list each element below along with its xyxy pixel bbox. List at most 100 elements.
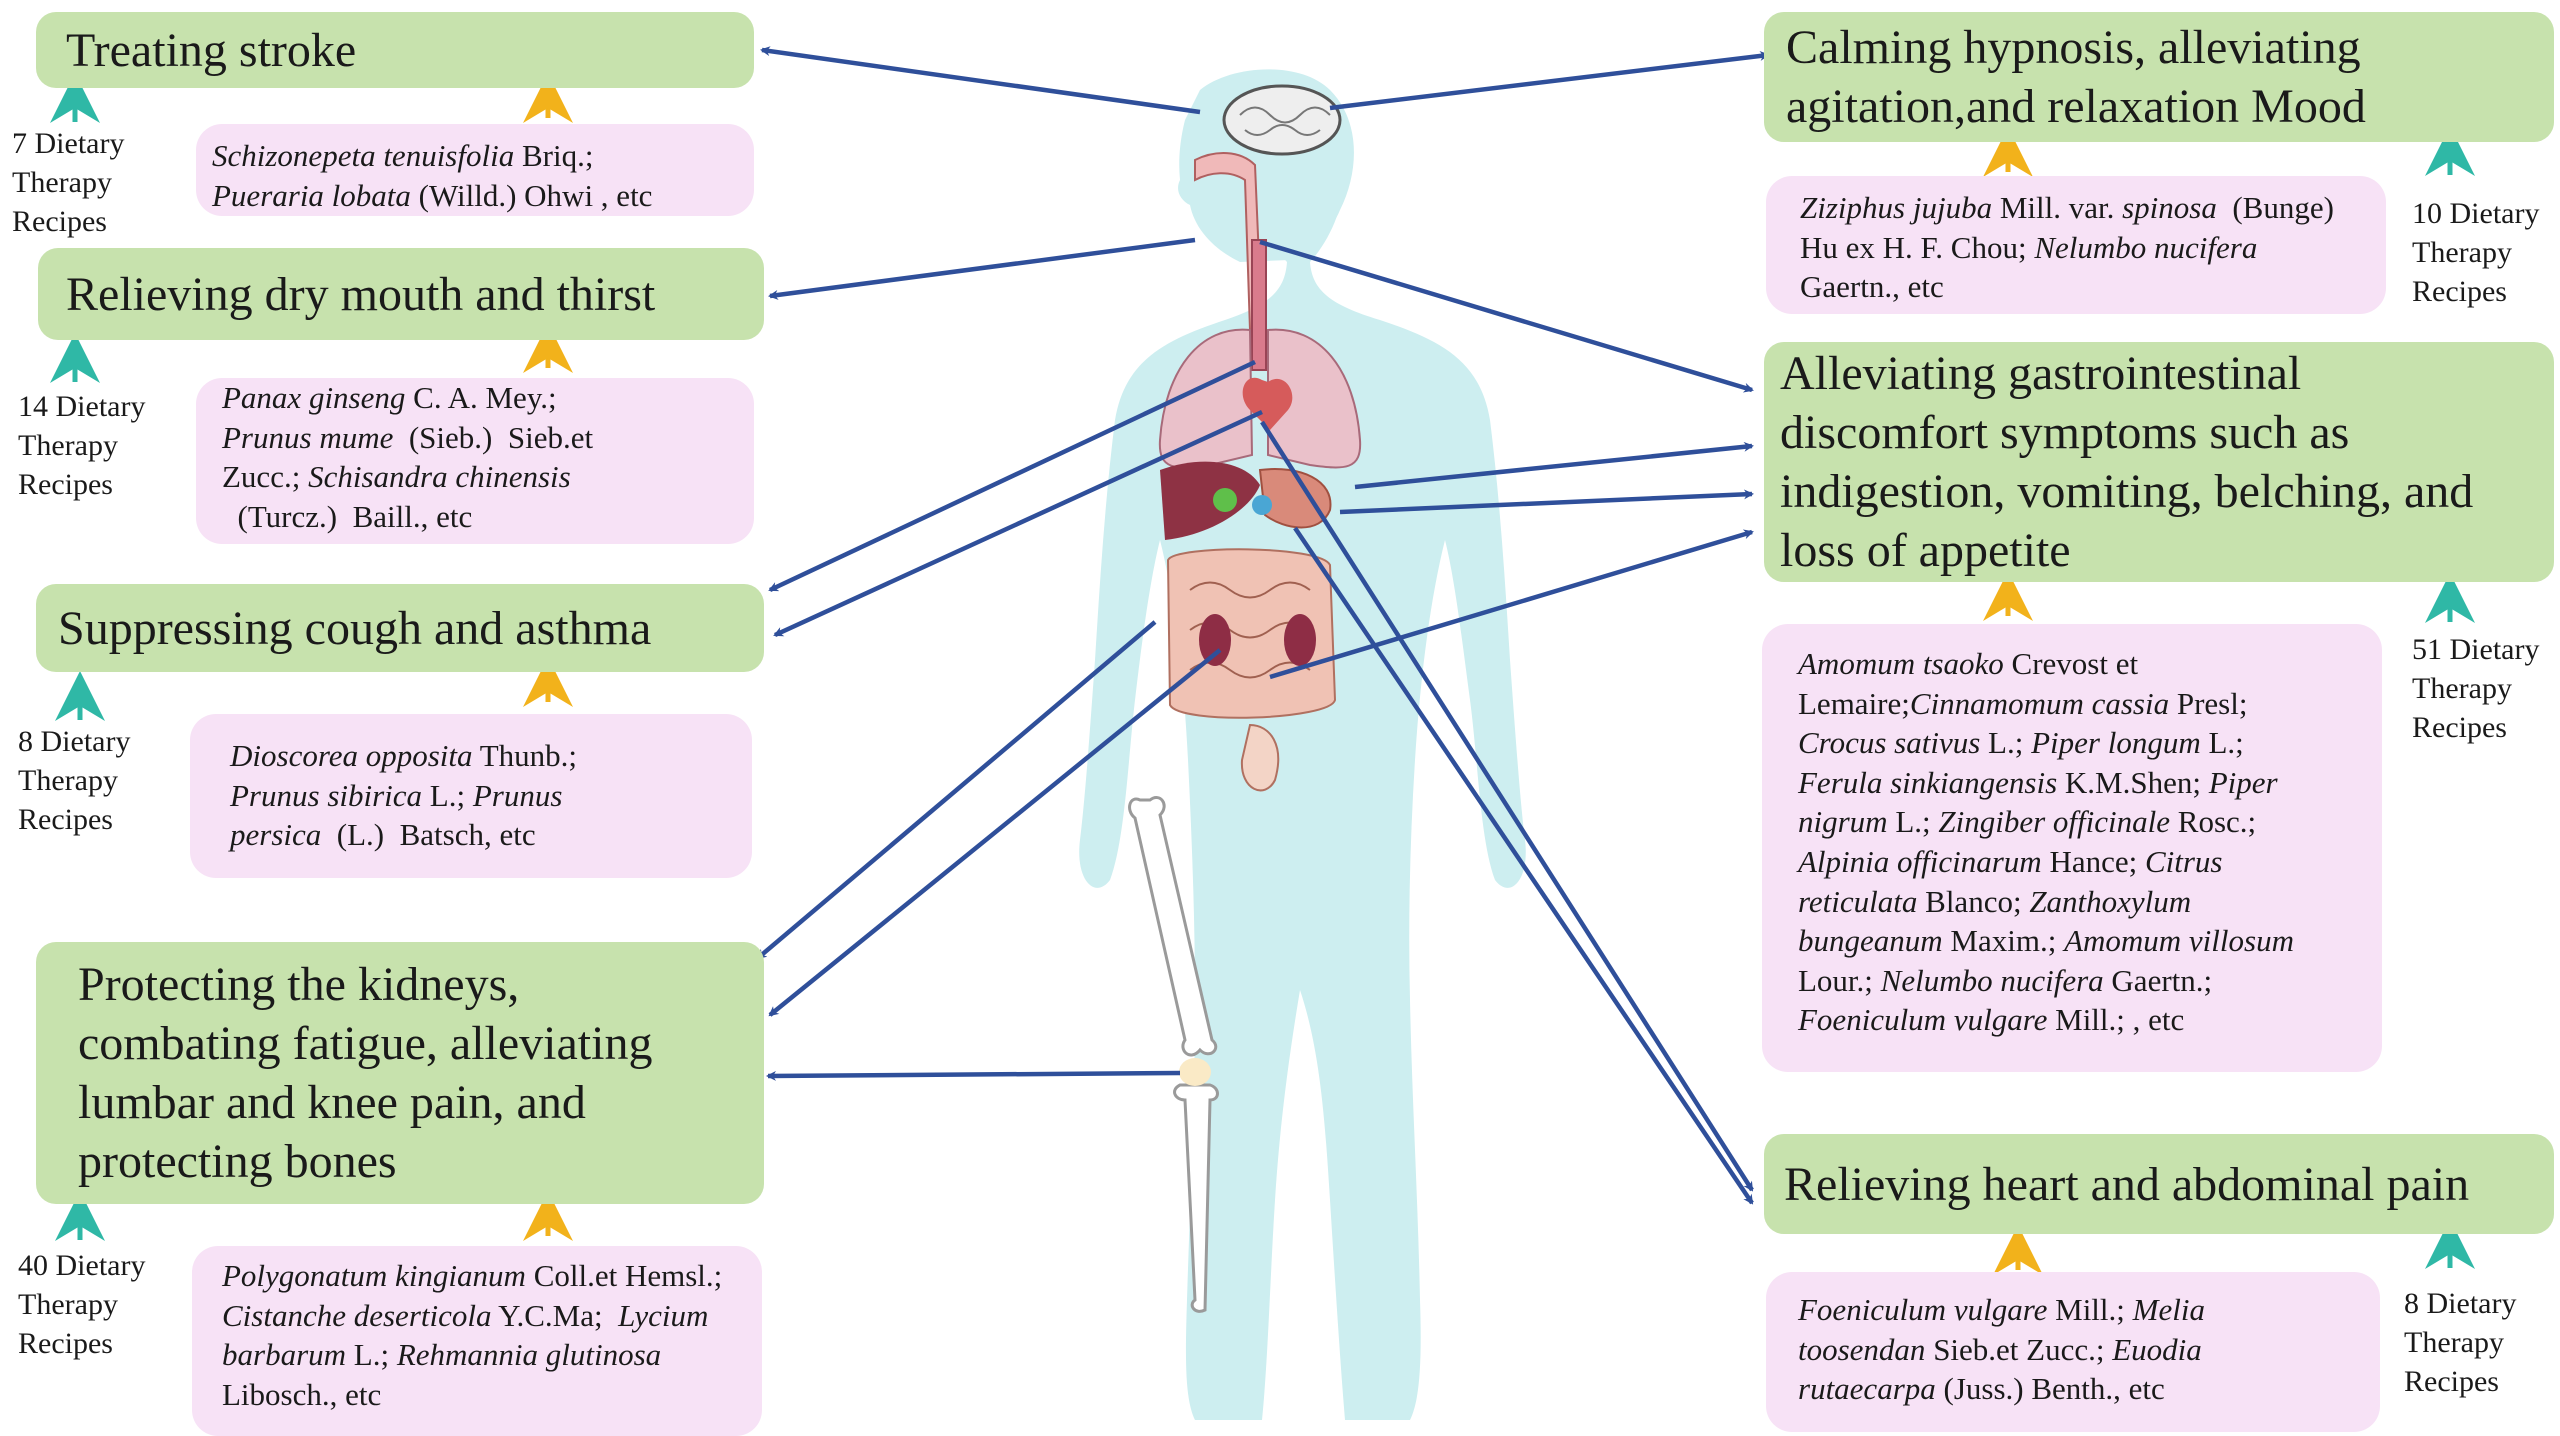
arrow-brain-to-calming [1329,50,1770,111]
arrow-mouth-to-gastro [1259,239,1754,393]
species-name: Schisandra chinensis [308,459,571,495]
text-line: Therapy [2412,672,2512,705]
arrow-stomach-to-gastro-2 [1339,489,1754,515]
herb-text: L.; [1980,725,2032,761]
herb-box-cough: Dioscorea opposita Thunb.;Prunus sibiric… [190,714,752,878]
text-line: combating fatigue, alleviating [78,1017,653,1070]
human-body-illustration [1079,69,1526,1420]
herb-line: Schizonepeta tenuisfolia Briq.; [212,136,754,176]
leg-bones [1128,796,1219,1313]
herb-box-dry-mouth: Panax ginseng C. A. Mey.;Prunus mume (Si… [196,378,754,544]
herb-line: Prunus sibirica L.; Prunus [230,776,752,816]
herb-text: Thunb.; [472,738,578,773]
effect-box-cough: Suppressing cough and asthma [36,584,764,672]
species-name: Polygonatum kingianum [222,1258,526,1293]
species-name: Panax ginseng [222,380,406,415]
herb-arrows [523,73,2043,1275]
herb-line: Polygonatum kingianum Coll.et Hemsl.; [222,1256,762,1296]
effect-box-stroke: Treating stroke [36,12,754,88]
herb-line: bungeanum Maxim.; Amomum villosum [1798,921,2382,961]
herb-line: Foeniculum vulgare Mill.; , etc [1798,1000,2382,1040]
herb-text: (L.) Batsch, etc [321,817,536,853]
herb-line: Foeniculum vulgare Mill.; Melia [1798,1290,2380,1330]
heart [1242,377,1293,430]
herb-line: Ferula sinkiangensis K.M.Shen; Piper [1798,763,2382,803]
text-line: Recipes [2412,275,2507,308]
herb-line: nigrum L.; Zingiber officinale Rosc.; [1798,802,2382,842]
species-name: persica [230,817,322,853]
herb-line: rutaecarpa (Juss.) Benth., etc [1798,1369,2380,1409]
text-line: 40 Dietary [18,1249,146,1282]
herb-line: Prunus mume (Sieb.) Sieb.et [222,418,754,458]
kidney-left [1199,614,1231,666]
effect-arrows [756,46,1770,1205]
text-line: 51 Dietary [2412,633,2540,666]
text-line: indigestion, vomiting, belching, and [1780,465,2474,518]
species-name: Alpinia officinarum [1798,843,2042,879]
herb-text: Mill.; , etc [2047,1002,2185,1038]
text-line: Recipes [18,468,113,501]
herb-text: L.; [2200,725,2244,761]
liver [1160,461,1260,540]
herb-text: Gaertn.; [2103,962,2213,998]
text-line: lumbar and knee pain, and [78,1076,586,1129]
text-line: Recipes [12,205,107,238]
species-name: Schizonepeta tenuisfolia [212,138,515,173]
species-name: Rehmannia glutinosa [396,1337,662,1373]
herb-line: Panax ginseng C. A. Mey.; [222,378,754,418]
species-name: Prunus mume [222,419,394,455]
text-line: discomfort symptoms such as [1780,406,2350,459]
effect-title-cough: Suppressing cough and asthma [58,601,652,655]
effect-title-heart: Relieving heart and abdominal pain [1784,1157,2470,1211]
text-line: Therapy [18,429,118,462]
intestines [1166,548,1337,719]
text-line: protecting bones [78,1135,397,1188]
knee-joint [1179,1058,1211,1086]
arrow-intestine-to-gastro [1269,529,1754,680]
herb-line: Crocus sativus L.; Piper longum L.; [1798,723,2382,763]
effect-box-dry-mouth: Relieving dry mouth and thirst [38,248,764,340]
effect-title-stroke: Treating stroke [66,23,357,77]
arrow-kidney-to-kidneys-2 [768,648,1222,1017]
arrow-kidney-to-kidneys-1 [756,620,1157,960]
arrow-knee-to-kidneys [766,1070,1181,1081]
text-line: Therapy [2404,1326,2504,1359]
species-name: Dioscorea opposita [230,738,473,773]
arrow-lung-to-cough-2 [773,409,1263,638]
herb-text: K.M.Shen; [2057,764,2209,800]
text-line: Therapy [18,764,118,797]
herb-box-kidneys: Polygonatum kingianum Coll.et Hemsl.;Cis… [192,1246,762,1436]
text-line: Recipes [2404,1365,2499,1398]
herb-text: Coll.et Hemsl.; [525,1258,723,1293]
recipe-arrows [50,73,2475,1269]
herb-text: Mill.; [2047,1292,2133,1327]
herb-text: L.; [1887,804,1939,840]
text-line: 8 Dietary [18,725,131,758]
herb-text: Rosc.; [2170,804,2257,840]
effect-box-gastro: Alleviating gastrointestinal discomfort s… [1764,342,2554,582]
species-name: Foeniculum vulgare [1798,1292,2048,1327]
species-name: nigrum [1798,804,1888,840]
species-name: Pueraria lobata [212,177,411,213]
text-line: Therapy [2412,236,2512,269]
species-name: Citrus [2144,843,2223,879]
arrow-mouth-to-dry-mouth [768,237,1196,300]
text-line: loss of appetite [1780,524,2071,577]
species-name: spinosa [2122,190,2217,225]
herb-text: Hu ex H. F. Chou; [1800,229,2035,265]
species-name: Foeniculum vulgare [1798,1002,2048,1038]
effect-box-kidneys: Protecting the kidneys,combating fatigue… [36,942,764,1204]
herb-line: Zucc.; Schisandra chinensis [222,457,754,497]
text-line: Alleviating gastrointestinal [1780,347,2302,400]
species-name: bungeanum [1798,923,1943,959]
herb-text: Y.C.Ma; [491,1297,619,1333]
text-line: Recipes [18,803,113,836]
species-name: Zanthoxylum [2029,883,2192,919]
species-name: Ziziphus jujuba [1800,190,1993,225]
